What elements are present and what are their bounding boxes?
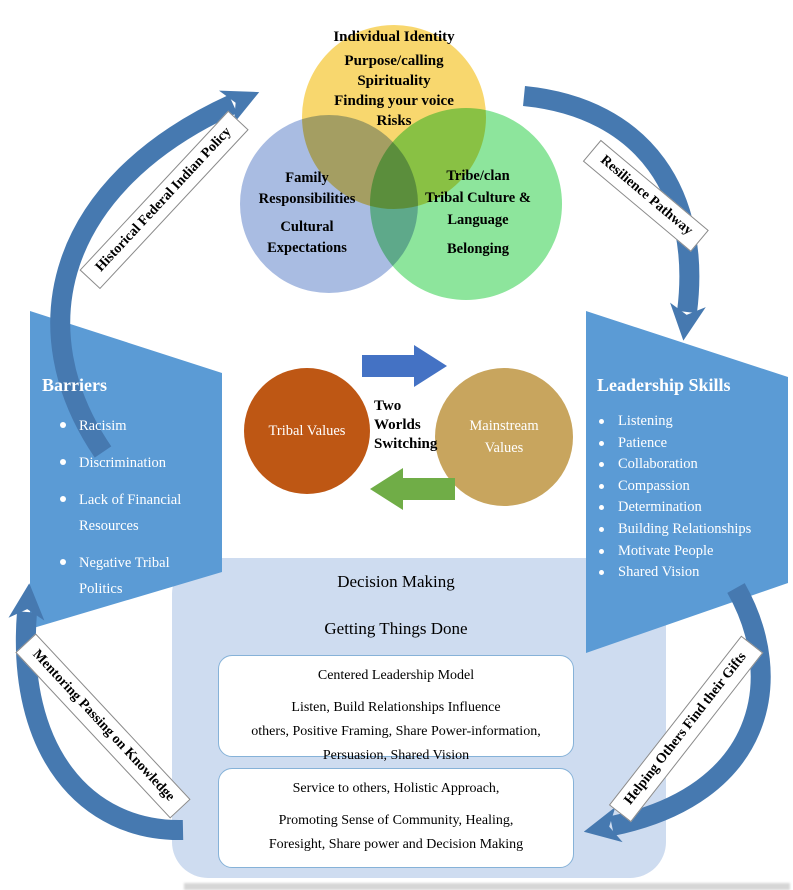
historical-federal-indian-policy-label: Historical Federal Indian Policy: [79, 110, 249, 290]
two-worlds-line: Switching: [374, 436, 438, 452]
box2-line: Promoting Sense of Community, Healing,: [278, 813, 514, 828]
panel-shadow: [184, 883, 790, 890]
venn-left-line: Responsibilities: [258, 191, 356, 207]
resilience-pathway-label: Resilience Pathway: [582, 139, 710, 253]
barrier-label: Racisim: [79, 418, 127, 434]
list-item: Shared Vision: [597, 562, 787, 584]
tribal-values-label: Tribal Values: [244, 368, 370, 494]
bullet-icon: [599, 570, 604, 576]
venn-right-line: Language: [447, 212, 509, 228]
skill-label: Compassion: [618, 477, 690, 494]
bullet-icon: [60, 496, 66, 502]
tribal-values-text: Tribal Values: [268, 423, 346, 439]
barriers-list: Racisim Discrimination Lack of Financial…: [58, 413, 216, 613]
leadership-skills-title: Leadership Skills: [597, 375, 731, 395]
skill-label: Building Relationships: [618, 520, 752, 537]
barriers-title: Barriers: [42, 375, 107, 395]
list-item: Listening: [597, 411, 787, 433]
bullet-icon: [599, 548, 604, 554]
list-item: Building Relationships: [597, 519, 787, 541]
bullet-icon: [60, 459, 66, 465]
venn-left-line: Cultural: [280, 219, 334, 235]
skill-label: Shared Vision: [618, 564, 700, 581]
skill-label: Patience: [618, 434, 668, 451]
leadership-skills-list: Listening Patience Collaboration Compass…: [597, 411, 787, 584]
venn-left-line: Family: [285, 170, 329, 186]
venn-top-line: Spirituality: [357, 73, 431, 89]
mainstream-values-label: Mainstream Values: [435, 368, 573, 506]
skill-label: Determination: [618, 499, 702, 516]
venn-right-line: Tribe/clan: [446, 168, 510, 184]
decision-making-panel: Decision Making Getting Things Done Cent…: [172, 558, 666, 878]
centered-leadership-model-box: Centered Leadership Model Listen, Build …: [218, 655, 574, 763]
barrier-label: Negative Tribal Politics: [79, 555, 170, 597]
decision-making-title: Decision Making: [337, 572, 455, 591]
list-item: Collaboration: [597, 454, 787, 476]
bullet-icon: [60, 422, 66, 428]
box2-line: Foresight, Share power and Decision Maki…: [268, 837, 524, 852]
mainstream-text: Mainstream: [469, 418, 539, 434]
getting-things-done-title: Getting Things Done: [324, 619, 468, 638]
barrier-label: Discrimination: [79, 455, 166, 471]
individual-identity-text: Individual Identity Purpose/calling Spir…: [294, 27, 494, 131]
tribe-clan-circle-text: Tribe/clan Tribal Culture & Language Bel…: [398, 165, 558, 260]
bullet-icon: [599, 462, 604, 468]
bullet-icon: [60, 559, 66, 565]
box2-line: Service to others, Holistic Approach,: [292, 781, 500, 796]
two-worlds-line: Worlds: [374, 417, 421, 433]
list-item: Patience: [597, 433, 787, 455]
centered-leadership-model-title: Centered Leadership Model: [317, 668, 475, 683]
bullet-icon: [599, 505, 604, 511]
two-worlds-line: Two: [374, 398, 402, 414]
list-item: Determination: [597, 497, 787, 519]
mentoring-passing-on-knowledge-label: Mentoring Passing on Knowledge: [15, 633, 191, 819]
list-item: Lack of Financial Resources: [58, 487, 216, 539]
venn-left-line: Expectations: [267, 240, 347, 256]
service-to-others-box: Service to others, Holistic Approach, Pr…: [218, 768, 574, 868]
skill-label: Motivate People: [618, 542, 714, 559]
barrier-label: Lack of Financial Resources: [79, 492, 182, 534]
venn-right-line: Belonging: [446, 241, 510, 257]
bullet-icon: [599, 526, 604, 532]
venn-top-line: Finding your voice: [334, 93, 454, 109]
values-text: Values: [484, 440, 524, 456]
list-item: Compassion: [597, 476, 787, 498]
bullet-icon: [599, 419, 604, 424]
venn-right-line: Tribal Culture &: [425, 190, 531, 206]
box1-line: others, Positive Framing, Share Power-in…: [251, 724, 541, 739]
box1-line: Listen, Build Relationships Influence: [291, 700, 501, 715]
list-item: Motivate People: [597, 541, 787, 563]
list-item: Discrimination: [58, 450, 216, 476]
venn-top-title: Individual Identity: [333, 29, 455, 45]
two-worlds-switching-text: Two Worlds Switching: [374, 397, 470, 454]
venn-top-line: Risks: [376, 113, 412, 129]
venn-top-line: Purpose/calling: [344, 53, 444, 69]
skill-label: Listening: [618, 413, 673, 429]
family-circle-text: Family Responsibilities Cultural Expecta…: [227, 168, 387, 259]
list-item: Racisim: [58, 413, 216, 439]
bullet-icon: [599, 440, 604, 446]
bullet-icon: [599, 483, 604, 489]
list-item: Negative Tribal Politics: [58, 550, 216, 602]
skill-label: Collaboration: [618, 456, 698, 473]
box1-line: Persuasion, Shared Vision: [322, 748, 470, 763]
